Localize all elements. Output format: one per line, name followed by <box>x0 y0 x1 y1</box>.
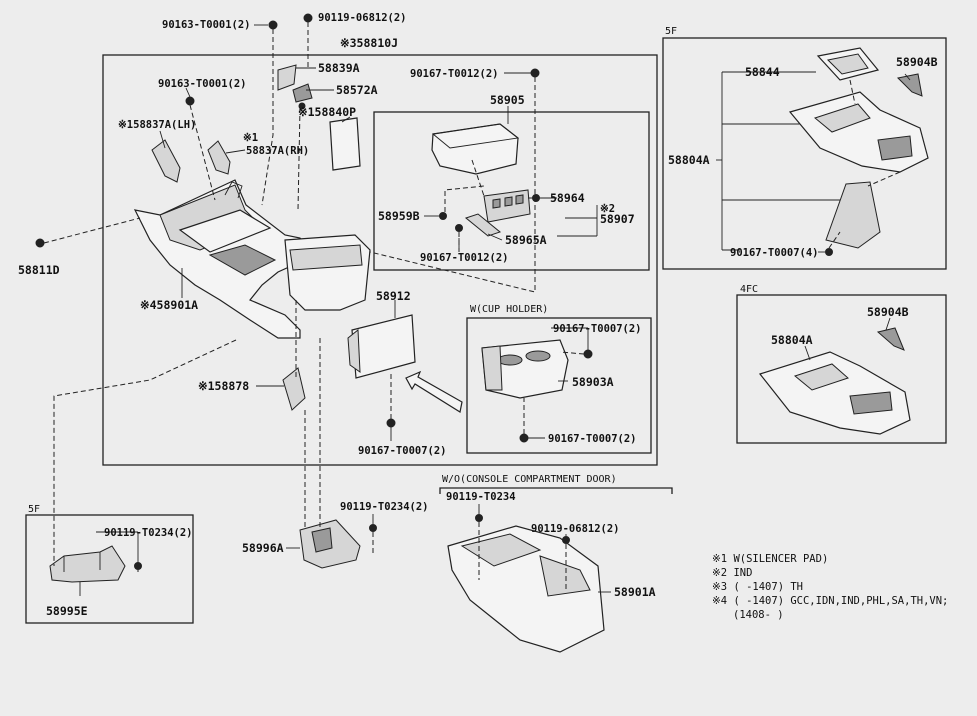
footnote-2: ※2 IND <box>712 567 752 579</box>
clip-58904b-5f <box>896 73 923 97</box>
label-58901a: 58901A <box>614 585 656 599</box>
compartment-58912 <box>347 314 416 379</box>
label-90119-t0234-wo: 90119-T0234 <box>446 491 516 503</box>
armrest-lid-58905 <box>431 123 520 175</box>
label-4fc: 4FC <box>740 284 758 295</box>
bolt-icon <box>386 418 396 428</box>
label-58572a: 58572A <box>336 83 378 97</box>
footnote-5: (1408- ) <box>733 609 784 621</box>
label-90167-t0007-main: 90167-T0007(2) <box>358 445 447 457</box>
clip-58572a <box>292 83 313 103</box>
5f-gearboot-box <box>662 37 947 270</box>
bracket-58996a <box>299 519 361 569</box>
label-90119-06812-top: 90119-06812(2) <box>318 12 407 24</box>
pad-58840p <box>329 117 361 171</box>
bolt-icon <box>583 349 593 359</box>
label-58996a: 58996A <box>242 541 284 555</box>
label-58904b-4fc: 58904B <box>867 305 909 319</box>
label-5f-top: 5F <box>665 26 677 37</box>
label-90167-t0007-cup-top: 90167-T0007(2) <box>553 323 642 335</box>
footnote-3: ※3 ( -1407) TH <box>712 581 803 593</box>
armrest-subassembly-box <box>373 111 650 271</box>
cup-holder-box <box>466 317 652 454</box>
assembly-lines <box>43 22 901 592</box>
label-358810j: ※358810J <box>340 36 398 50</box>
header-wo-console-door: W/O(CONSOLE COMPARTMENT DOOR) <box>442 474 617 485</box>
boot-frame-58844 <box>816 47 880 81</box>
bolt-icon <box>562 536 570 544</box>
label-58907: 58907 <box>600 212 635 226</box>
label-58905: 58905 <box>490 93 525 107</box>
label-58904b-5f: 58904B <box>896 55 938 69</box>
label-58840p: ※158840P <box>298 105 356 119</box>
side-pad-lh <box>151 139 181 183</box>
clip-58839a <box>277 64 297 91</box>
5f-bracket-box <box>25 514 194 624</box>
bolt-icon <box>35 238 45 248</box>
clip-58904b-4fc <box>876 327 905 351</box>
label-58837a-rh-mark: ※1 <box>243 132 258 144</box>
label-58837a-lh: ※158837A(LH) <box>118 119 196 131</box>
bolt-icon <box>825 248 833 256</box>
bolt-icon <box>439 212 447 220</box>
bolt-icon <box>298 102 306 110</box>
bracket-58965a <box>464 213 502 237</box>
bolt-icon <box>455 224 463 232</box>
label-90167-t0012-bottom: 90167-T0012(2) <box>420 252 509 264</box>
pad-58878 <box>282 367 306 411</box>
label-58804a-5f: 58804A <box>668 153 710 167</box>
label-58903a: 58903A <box>572 375 614 389</box>
gear-boot <box>825 181 881 249</box>
main-assembly-box <box>102 54 658 466</box>
footnote-4: ※4 ( -1407) GCC,IDN,IND,PHL,SA,TH,VN; <box>712 595 948 607</box>
bracket-58995e <box>49 545 126 583</box>
insert-arrow <box>405 370 463 413</box>
label-90119-t0234-5f: 90119-T0234(2) <box>104 527 193 539</box>
console-58901a-wo-door <box>447 525 605 653</box>
label-58964: 58964 <box>550 191 585 205</box>
console-body-part <box>133 179 371 339</box>
bolt-icon <box>519 433 529 443</box>
label-58837a-rh: 58837A(RH) <box>246 145 309 157</box>
label-90163-t0001-inner: 90163-T0001(2) <box>158 78 247 90</box>
bolt-icon <box>185 96 195 106</box>
label-90163-t0001-top: 90163-T0001(2) <box>162 19 251 31</box>
label-58912: 58912 <box>376 289 411 303</box>
header-cup-holder: W(CUP HOLDER) <box>470 304 548 315</box>
label-158878: ※158878 <box>198 379 249 393</box>
console-panel-58804a-4fc <box>758 351 911 435</box>
label-458901a: ※458901A <box>140 298 198 312</box>
bolt-icon <box>369 524 377 532</box>
bolt-icons <box>35 13 833 570</box>
label-58844: 58844 <box>745 65 780 79</box>
label-90119-t0234-center: 90119-T0234(2) <box>340 501 429 513</box>
label-90167-t0007-cup-bottom: 90167-T0007(2) <box>548 433 637 445</box>
console-panel-58804a-5f <box>788 91 929 173</box>
leader-lines <box>79 24 911 596</box>
label-90167-t0007-5f: 90167-T0007(4) <box>730 247 819 259</box>
label-58995e: 58995E <box>46 604 88 618</box>
label-58804a-4fc: 58804A <box>771 333 813 347</box>
4fc-box <box>736 294 947 444</box>
label-58811d: 58811D <box>18 263 60 277</box>
part-labels: 90163-T0001(2) 90119-06812(2) ※358810J 9… <box>18 12 938 618</box>
label-90167-t0012-top: 90167-T0012(2) <box>410 68 499 80</box>
label-90119-06812-wo: 90119-06812(2) <box>531 523 620 535</box>
bolt-icon <box>530 68 540 78</box>
label-58965a: 58965A <box>505 233 547 247</box>
switch-block-58964 <box>483 189 531 223</box>
footnotes: ※1 W(SILENCER PAD) ※2 IND ※3 ( -1407) TH… <box>712 553 948 621</box>
label-58839a: 58839A <box>318 61 360 75</box>
bolt-icon <box>303 13 313 23</box>
label-58959b: 58959B <box>378 209 420 223</box>
footnote-1: ※1 W(SILENCER PAD) <box>712 553 828 565</box>
bolt-icon <box>268 20 278 30</box>
bolt-icon <box>475 514 483 522</box>
label-58907-mark: ※2 <box>600 203 615 215</box>
cup-holder-58903a <box>481 339 569 399</box>
wo-console-bracket <box>439 487 673 494</box>
label-5f-bottom: 5F <box>28 504 40 515</box>
side-pad-rh <box>207 140 231 175</box>
